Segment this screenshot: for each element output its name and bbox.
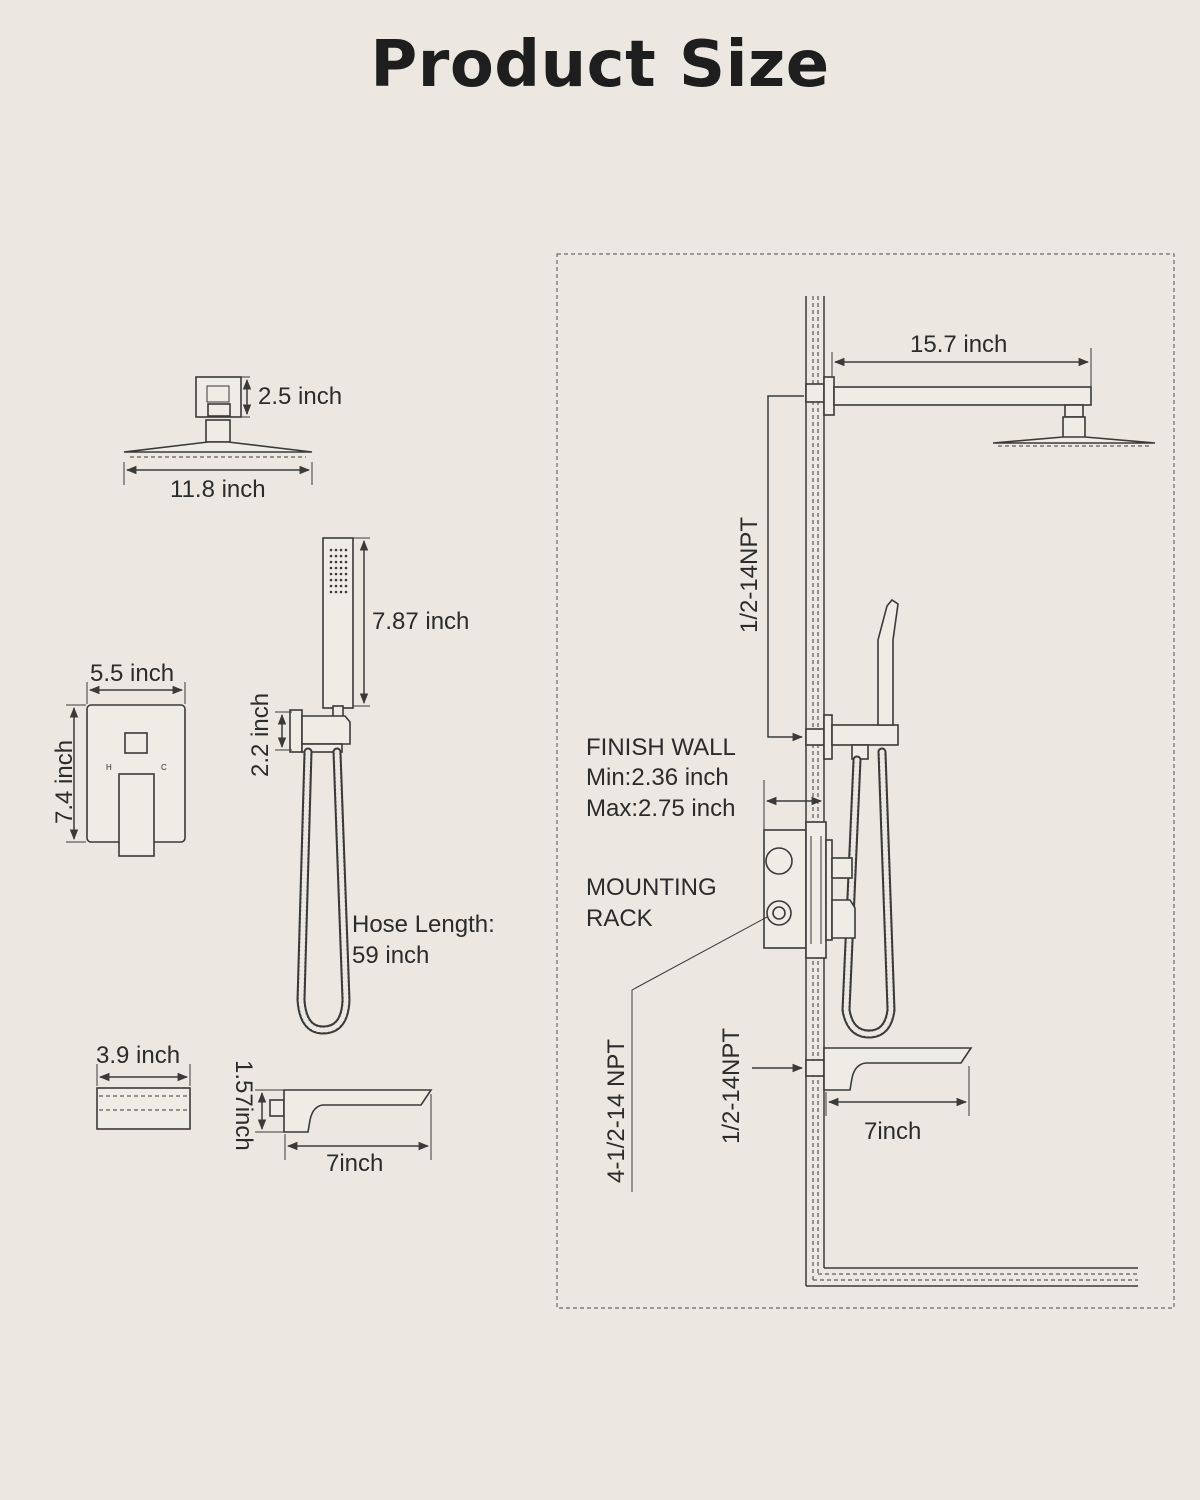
mounting-rack-label: MOUNTING [586,874,717,901]
mounting-rack-label-2: RACK [586,905,653,932]
spout-views: 3.9 inch 1.57inch 7inch [96,1042,433,1177]
spout-length-label: 7inch [326,1150,383,1177]
handheld-length-label: 7.87 inch [372,608,469,635]
holder-height-label: 2.2 inch [247,693,274,777]
finish-wall-max: Max:2.75 inch [586,795,735,822]
hose-length-label: Hose Length: [352,911,495,938]
installation-frame [556,253,1175,1309]
installation-view: 15.7 inch 1/2-14NPT FINISH WALL Min:2.36… [556,253,1175,1309]
spout-top-width-label: 3.9 inch [96,1042,180,1069]
hose-length-value: 59 inch [352,942,429,969]
handheld-shower-view: 7.87 inch 2.2 inch Hose Length: 59 inch [247,537,495,1035]
finish-wall-min: Min:2.36 inch [586,764,729,791]
page-title: Product Size [370,28,830,102]
rack-thread-label: 4-1/2-14 NPT [603,1039,630,1183]
upper-thread-label: 1/2-14NPT [736,517,763,633]
lower-thread-label: 1/2-14NPT [718,1028,745,1144]
finish-wall-title: FINISH WALL [586,734,736,761]
arm-length-label: 15.7 inch [910,331,1007,358]
spout-height-label: 1.57inch [230,1060,257,1151]
right-spout-length-label: 7inch [864,1118,921,1145]
valve-width-label: 5.5 inch [90,660,174,687]
valve-cold-mark: C [161,763,167,772]
showerhead-height-label: 2.5 inch [258,383,342,410]
valve-hot-mark: H [106,763,112,772]
showerhead-width-label: 11.8 inch [170,476,266,503]
valve-trim-view: H C 5.5 inch 7.4 inch [51,660,186,857]
valve-height-label: 7.4 inch [51,740,78,824]
showerhead-top-view: 2.5 inch 11.8 inch [123,376,342,503]
